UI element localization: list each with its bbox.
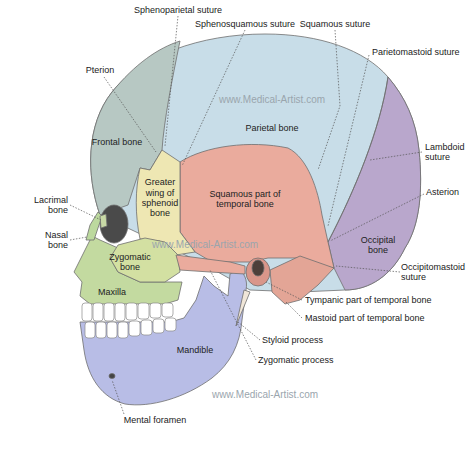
tooth [82,303,92,321]
watermark: www.Medical-Artist.com [212,389,318,401]
bone-label: Mastoid part of temporal bone [305,313,425,323]
leader-line [336,266,400,272]
bone-label: Parietal bone [245,123,298,133]
watermark: www.Medical-Artist.com [152,239,258,251]
bone-label: Occipital bone [357,235,399,256]
parietal-bone-shape [91,34,421,292]
leader-line [328,55,369,226]
suture-label: Sphenosquamous suture [195,19,295,29]
suture-label: Lambdoid suture [425,142,469,163]
bone-label: Zygomatic bone [106,252,154,273]
bone-label: Mandible [177,345,214,355]
lacrimal-bone-shape [100,214,107,228]
bone-label: Maxilla [98,287,126,297]
tooth [129,321,140,336]
tooth [126,303,137,320]
bone-label: Greater wing of sphenoid bone [138,177,182,218]
leader-line [210,270,256,360]
occipital-bone-shape [328,77,421,290]
landmark-label: Asterion [426,187,459,197]
tympanic-shape [246,258,270,286]
tooth [118,322,128,338]
mental-foramen [109,374,115,379]
landmark-label: Mental foramen [124,415,187,425]
leader-line [70,237,87,240]
tooth [93,303,103,321]
ear-canal [252,260,264,276]
tooth [104,303,114,321]
leader-line [112,380,124,414]
tooth [150,303,161,318]
tooth [138,303,149,319]
tooth [141,320,152,335]
landmark-label: Pterion [86,65,115,75]
leader-line [286,302,302,318]
leader-line [330,194,424,241]
bone-label: Nasal bone [36,230,68,251]
tooth [107,322,117,338]
leader-line [165,16,178,146]
process-label: Zygomatic process [258,355,334,365]
tooth [115,303,125,321]
orbit [100,205,128,243]
leader-line [370,152,422,160]
suture-label: Squamous suture [300,19,371,29]
bone-label: Squamous part of temporal bone [205,189,285,210]
bone-label: Tympanic part of temporal bone [305,295,432,305]
styloid-shape [236,290,250,326]
leader-line [238,322,260,340]
tooth [153,319,164,333]
suture-label: Occipitomastoid suture [401,262,471,283]
suture-label: Parietomastoid suture [372,47,460,57]
watermark: www.Medical-Artist.com [219,94,325,106]
tooth [162,303,173,317]
leader-line [70,205,101,220]
tooth [85,322,95,338]
bone-label: Frontal bone [92,137,143,147]
bone-label: Lacrimal bone [24,195,68,216]
process-label: Styloid process [262,335,323,345]
suture-label: Sphenoparietal suture [134,5,222,15]
nasal-bone-shape [86,212,102,240]
tooth [96,322,106,338]
leader-line [266,282,302,300]
tooth [165,318,176,331]
